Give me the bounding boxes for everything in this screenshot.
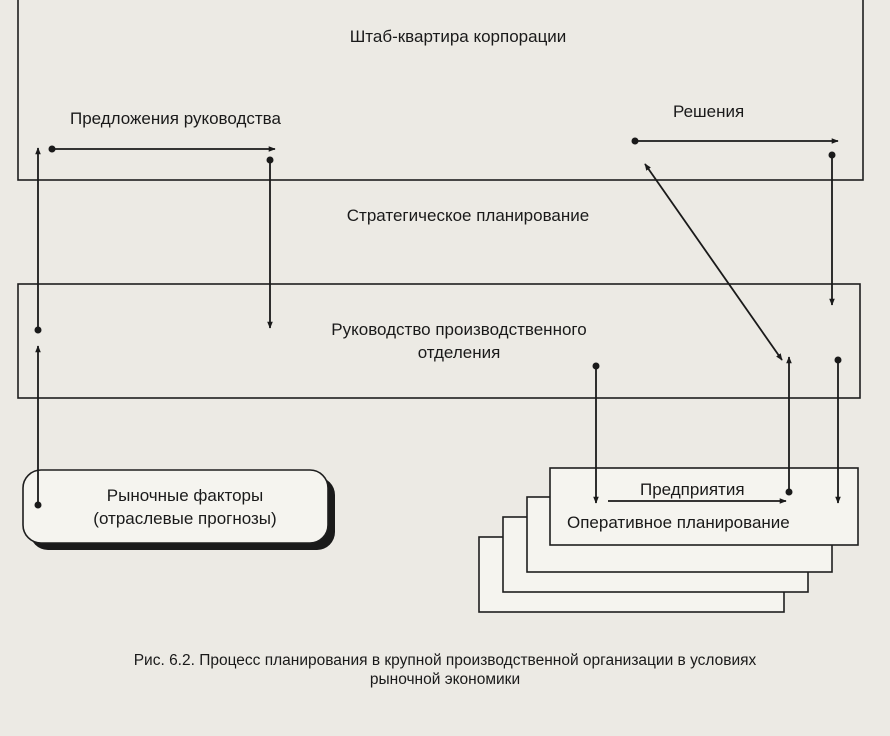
market-factors-label-line2: (отраслевые прогнозы) — [93, 509, 276, 528]
hq-box — [17, 0, 864, 181]
strategic-planning-label: Стратегическое планирование — [347, 206, 589, 225]
arrow-origin-dot — [592, 362, 600, 370]
decisions-label: Решения — [673, 102, 744, 121]
market-factors-label-line1: Рыночные факторы — [107, 486, 263, 505]
division-management-label-line1: Руководство производственного — [331, 320, 586, 339]
arrow-origin-dot — [266, 156, 274, 164]
arrow-origin-dot — [34, 326, 42, 334]
division-management-label-line2: отделения — [418, 343, 501, 362]
proposals-label: Предложения руководства — [70, 109, 282, 128]
arrow-origin-dot — [631, 137, 639, 145]
division-management-box — [17, 283, 861, 399]
operational-planning-label: Оперативное планирование — [567, 513, 790, 532]
arrow-diagonal-feedback — [644, 163, 783, 361]
arrow-origin-dot — [34, 501, 42, 509]
market-factors-box — [22, 469, 329, 544]
arrow-origin-dot — [785, 488, 793, 496]
hq-title: Штаб-квартира корпорации — [350, 27, 567, 46]
arrow-origin-dot — [828, 151, 836, 159]
arrow-origin-dot — [834, 356, 842, 364]
enterprise-box-1 — [549, 467, 859, 546]
enterprises-label: Предприятия — [640, 480, 745, 499]
arrow-origin-dot — [48, 145, 56, 153]
figure-caption-line1: Рис. 6.2. Процесс планирования в крупной… — [134, 652, 757, 669]
figure-caption-line2: рыночной экономики — [370, 671, 520, 688]
